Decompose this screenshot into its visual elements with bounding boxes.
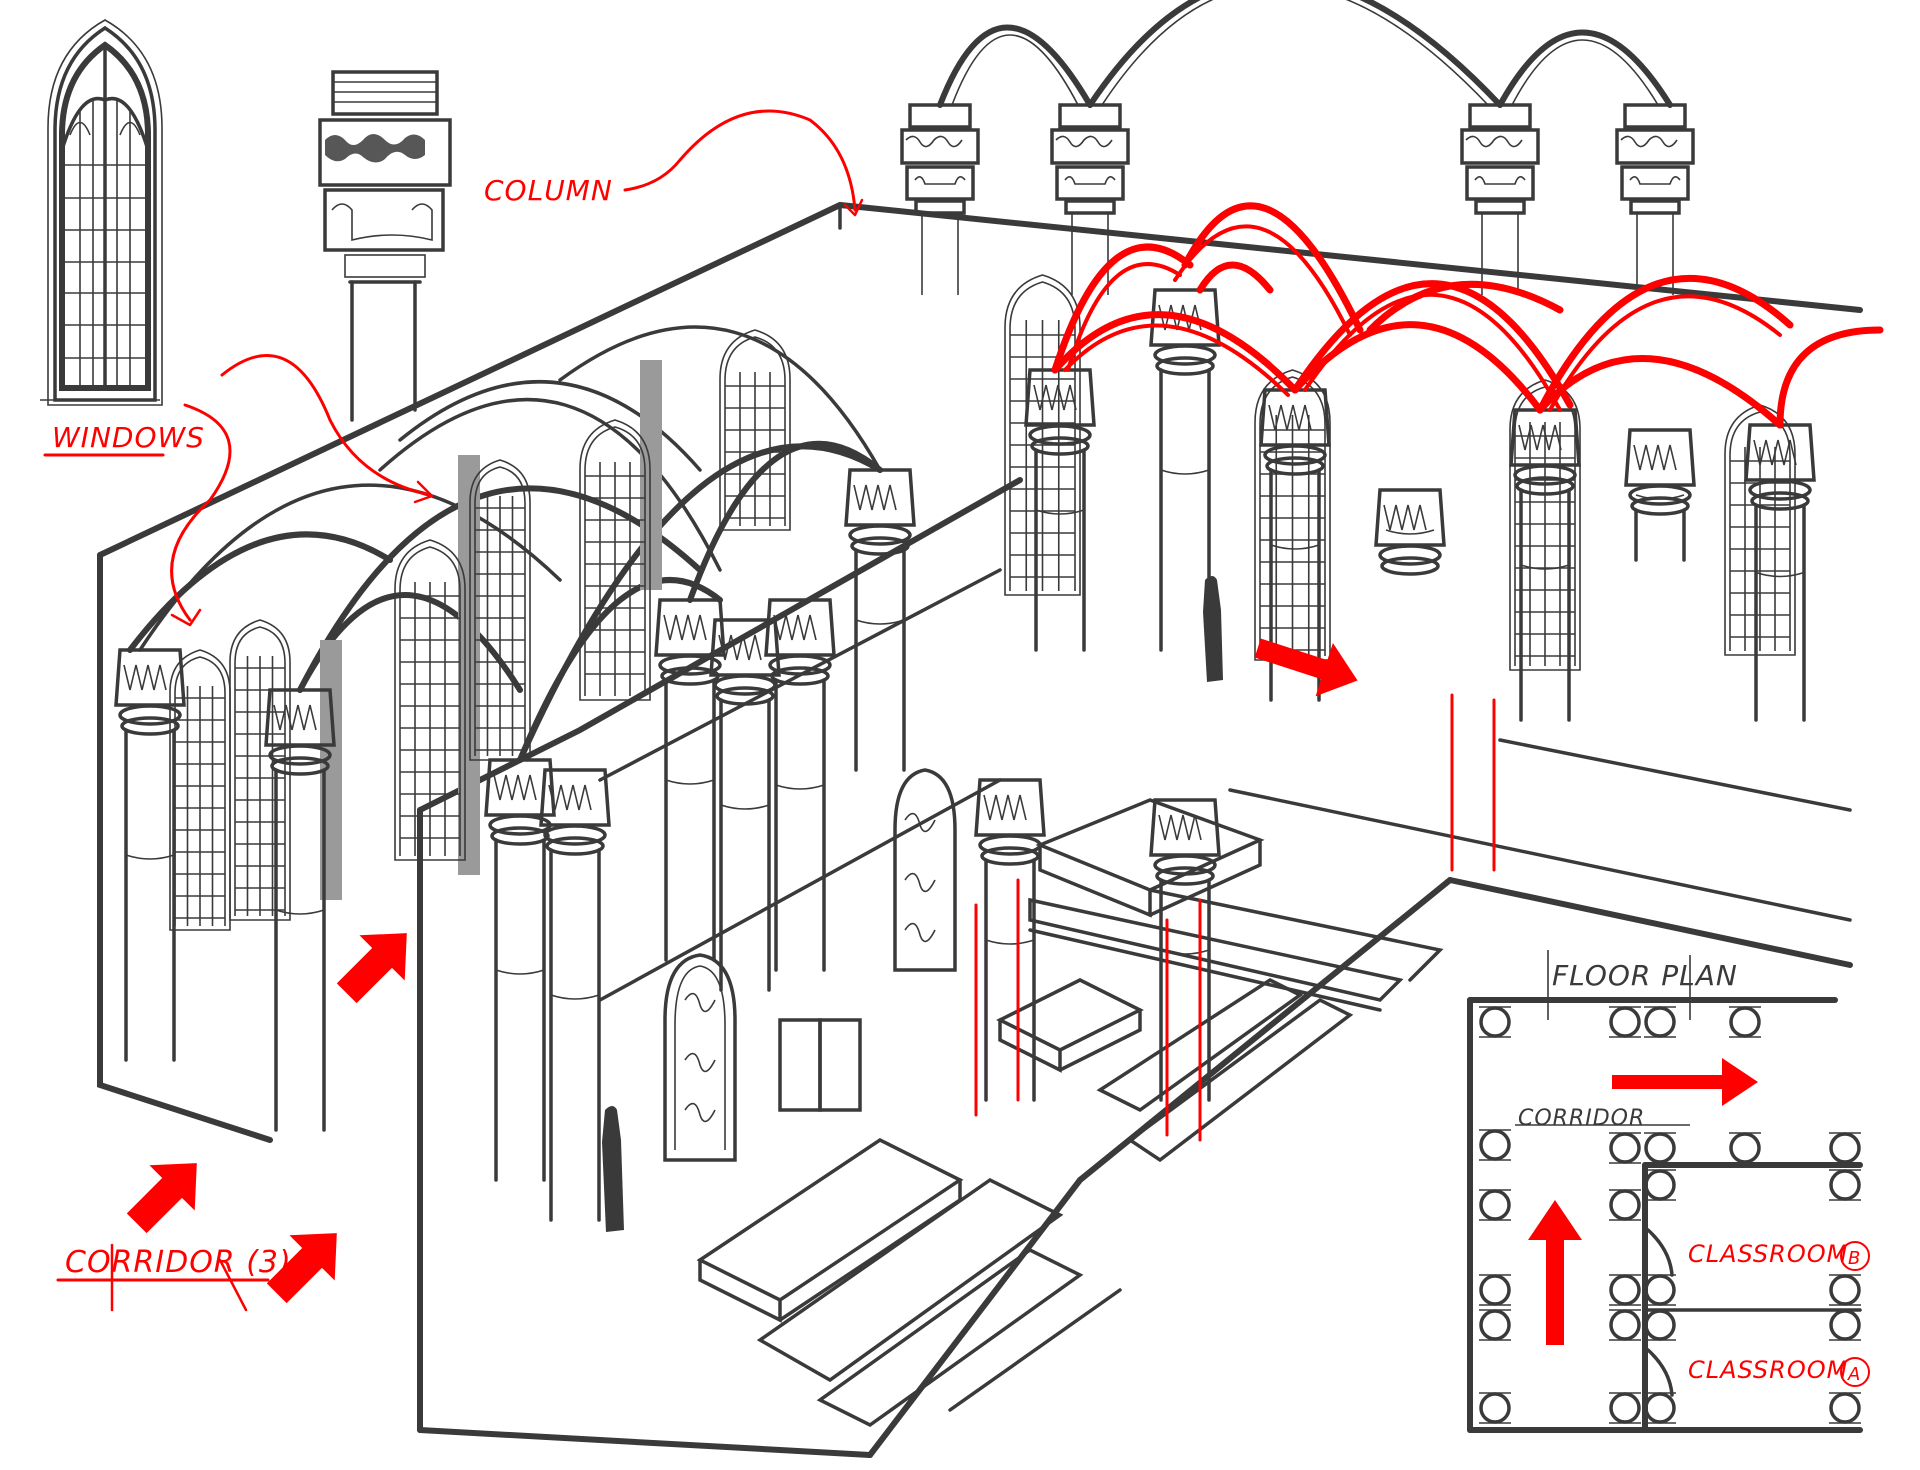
column [709,618,781,992]
column [114,648,186,1062]
plan-column [1609,1392,1641,1424]
plan-column [1479,1392,1511,1424]
window [1004,274,1081,596]
doors [663,768,957,1162]
corridor-label: CORRIDOR (3) [65,1245,292,1280]
plan-column [1644,1006,1676,1038]
plan-column [1479,1129,1511,1161]
window [579,419,651,701]
column-arrowhead [843,198,864,217]
classroom-a-badge [1840,1357,1870,1387]
window-panes [62,164,148,359]
building-outline [97,201,1863,1458]
column [1149,798,1221,1102]
column [1744,423,1816,722]
window [1254,369,1331,661]
classroom-b-label: CLASSROOM [1688,1240,1848,1268]
classroom-b-badge [1840,1241,1870,1271]
plan-column [1644,1274,1676,1306]
column-label: COLUMN [484,174,613,207]
column-capital-reference [318,70,452,422]
plan-column [1829,1274,1861,1306]
windows-arrowhead-1 [170,608,202,627]
window [1724,404,1796,656]
plan-column [1644,1392,1676,1424]
plan-column [1609,1006,1641,1038]
plan-column [1609,1189,1641,1221]
classroom-b-tag: B [1848,1248,1861,1269]
upper-capitals [900,103,1695,295]
column [844,468,916,772]
windows-pointer-1 [170,403,232,622]
column [1374,488,1446,576]
plan-column [1609,1309,1641,1341]
figures [602,576,1223,1232]
plan-column [1829,1392,1861,1424]
hall-windows [1004,274,1796,671]
windows-pointer-2 [220,353,432,497]
column [539,768,611,1222]
window [394,539,466,861]
plan-column [1609,1274,1641,1306]
annotation-windows: WINDOWS [43,353,434,627]
plan-corridor-label: CORRIDOR [1518,1106,1645,1131]
annotation-corridor: CORRIDOR (3) [56,1243,292,1312]
plan-column [1479,1274,1511,1306]
column [764,598,836,972]
annotation-column: COLUMN [484,109,864,217]
column [1624,428,1696,562]
plan-column [1644,1309,1676,1341]
corridor-arrow-1 [126,1163,197,1234]
upper-capital [900,103,980,295]
plan-column [1829,1309,1861,1341]
plan-column [1479,1309,1511,1341]
plan-column [1729,1006,1761,1038]
plan-arrow-up [1528,1200,1582,1345]
plan-column [1644,1169,1676,1201]
column-pointer [623,109,857,212]
plan-columns [1479,1006,1861,1424]
gothic-window-reference [40,19,163,406]
plan-column [1609,1132,1641,1164]
plan-column [1729,1132,1761,1164]
plan-column [1829,1169,1861,1201]
hall-arrow [1254,638,1358,697]
column [484,758,556,1182]
floor-plan-title: FLOOR PLAN [1552,959,1738,992]
window [719,329,791,531]
column [1024,368,1096,652]
plan-column [1479,1006,1511,1038]
plan-arrow-right [1612,1058,1758,1106]
window [469,459,531,761]
plan-column [1829,1132,1861,1164]
benches [696,798,1444,1428]
hall-vault-overlay [1051,202,1884,429]
corridor-arrow-3 [336,933,407,1004]
corridor-arrow-2 [266,1233,337,1304]
direction-arrows [126,638,1358,1304]
classroom-a-tag: A [1847,1364,1861,1385]
windows-label: WINDOWS [52,421,205,454]
upper-capital [1615,103,1695,295]
column [264,688,336,1132]
upper-capital [1460,103,1540,295]
floor-plan: FLOOR PLAN CORRIDOR CLASSROOM B CLASSROO… [1467,950,1870,1433]
upper-capital [1050,103,1130,295]
corridor-windows [169,329,791,931]
column [974,778,1046,1102]
plan-column [1644,1132,1676,1164]
window [229,619,291,921]
window [169,649,231,931]
red-guides [974,693,1496,1142]
windows-arrowhead-2 [413,480,434,504]
classroom-a-label: CLASSROOM [1688,1356,1848,1384]
plan-column [1479,1189,1511,1221]
upper-arches [937,0,1673,108]
window [1509,379,1581,671]
